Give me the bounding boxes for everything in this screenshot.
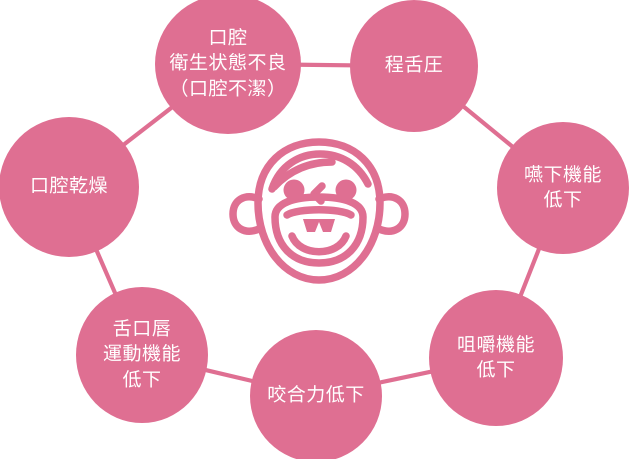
node-swallowing-function[interactable]: 嚥下機能 低下 [497, 122, 629, 254]
link-motor-to-dry [94, 249, 118, 296]
node-oral-hygiene[interactable]: 口腔 衛生状態不良 （口腔不潔） [155, 0, 301, 134]
node-tongue-pressure[interactable]: 程舌圧 [350, 0, 478, 132]
elderly-face-icon [229, 138, 409, 284]
node-tongue-lip-motor[interactable]: 舌口唇 運動機能 低下 [76, 287, 208, 423]
link-dry-to-hygiene [122, 105, 174, 147]
node-label-dry-mouth: 口腔乾燥 [29, 175, 108, 198]
node-dry-mouth[interactable]: 口腔乾燥 [0, 117, 139, 257]
link-mastication-to-occlusal [378, 369, 433, 385]
link-swallow-to-mastication [518, 247, 541, 297]
node-occlusal-force[interactable]: 咬合力低下 [250, 330, 382, 459]
link-hygiene-to-pressure [298, 62, 353, 68]
node-label-tongue-pressure: 程舌圧 [384, 54, 444, 77]
link-pressure-to-swallow [462, 104, 515, 149]
node-label-oral-hygiene: 口腔 衛生状態不良 （口腔不潔） [169, 27, 287, 100]
node-label-occlusal-force: 咬合力低下 [267, 384, 365, 407]
node-label-swallowing-function: 嚥下機能 低下 [523, 163, 602, 211]
node-label-mastication-function: 咀嚼機能 低下 [456, 333, 535, 381]
node-label-tongue-lip-motor: 舌口唇 運動機能 低下 [102, 318, 181, 391]
link-occlusal-to-motor [204, 368, 254, 383]
node-mastication-function[interactable]: 咀嚼機能 低下 [429, 290, 563, 426]
